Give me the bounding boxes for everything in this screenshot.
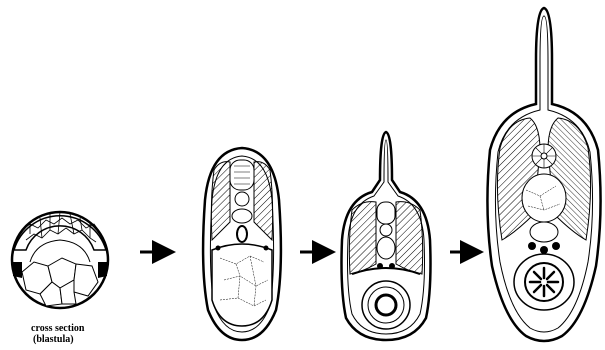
stage-2-figure xyxy=(203,148,281,340)
stage-4-figure xyxy=(487,8,600,341)
caption-line-2: (blastula) xyxy=(33,334,74,345)
caption-line-1: cross section xyxy=(31,323,85,334)
stage-3-figure xyxy=(342,132,431,340)
blastula-figure xyxy=(12,212,108,308)
